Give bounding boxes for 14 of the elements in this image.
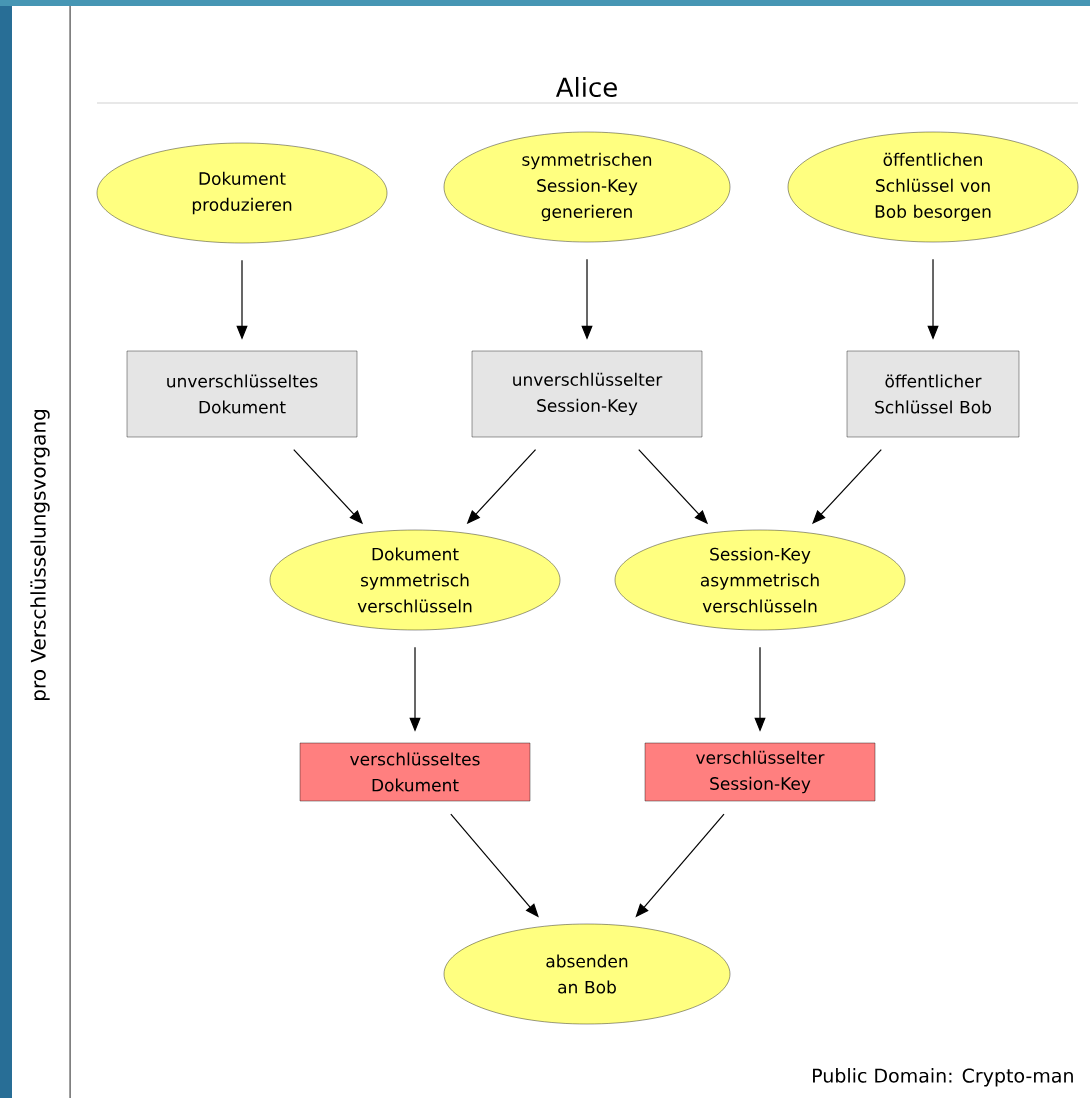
process-box: öffentlicher Schlüssel Bob [846,350,1020,438]
credit-note: Public Domain: Crypto-man [813,1068,1073,1087]
ellipse-node: symmetrischen Session-Key generieren [443,131,731,243]
ellipse-node: Session-Key asymmetrisch verschlüsseln [614,529,906,631]
process-box: unverschlüsseltes Dokument [126,350,358,438]
ellipse-node: absenden an Bob [443,923,731,1025]
lane-title: Alice [555,76,617,98]
ellipse-node: Dokument produzieren [96,142,388,244]
side-label: pro Verschlüsselungsvorgang [30,410,50,700]
result-box: verschlüsseltes Dokument [299,742,531,802]
ellipse-node: Dokument symmetrisch verschlüsseln [269,529,561,631]
ellipse-node: öffentlichen Schlüssel von Bob besorgen [787,131,1079,243]
process-box: unverschlüsselter Session-Key [471,350,703,438]
result-box: verschlüsselter Session-Key [644,742,876,802]
